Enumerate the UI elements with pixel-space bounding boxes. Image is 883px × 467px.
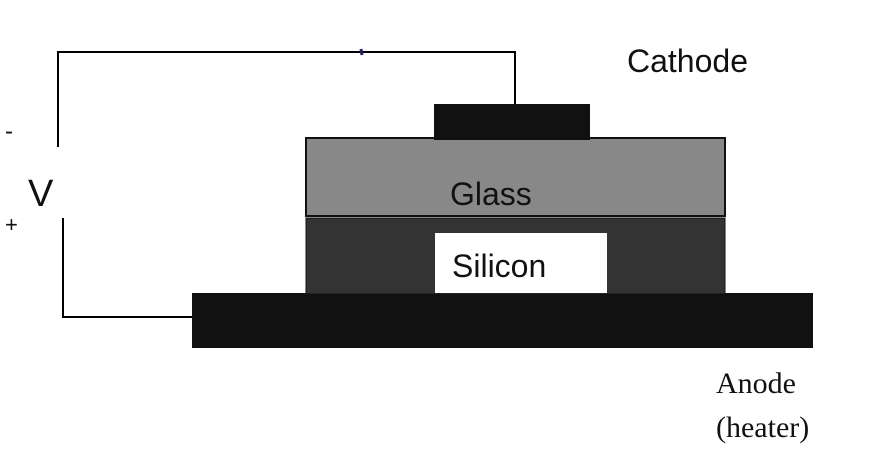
cathode-label: Cathode xyxy=(627,43,748,79)
glass-layer xyxy=(305,137,726,217)
wire-mark xyxy=(359,48,364,56)
circuit-wire-bottom xyxy=(62,218,193,318)
anode-label-line2: (heater) xyxy=(716,411,809,444)
circuit-wire-top xyxy=(57,51,516,147)
minus-terminal-label: - xyxy=(5,118,13,145)
voltage-label: V xyxy=(28,173,54,215)
silicon-label: Silicon xyxy=(452,248,546,284)
silicon-label-window xyxy=(435,233,607,293)
cathode-electrode xyxy=(434,104,590,140)
plus-terminal-label: + xyxy=(5,212,18,237)
anode-plate xyxy=(192,293,813,348)
glass-label: Glass xyxy=(450,176,532,212)
anode-label-line1: Anode xyxy=(716,367,796,400)
